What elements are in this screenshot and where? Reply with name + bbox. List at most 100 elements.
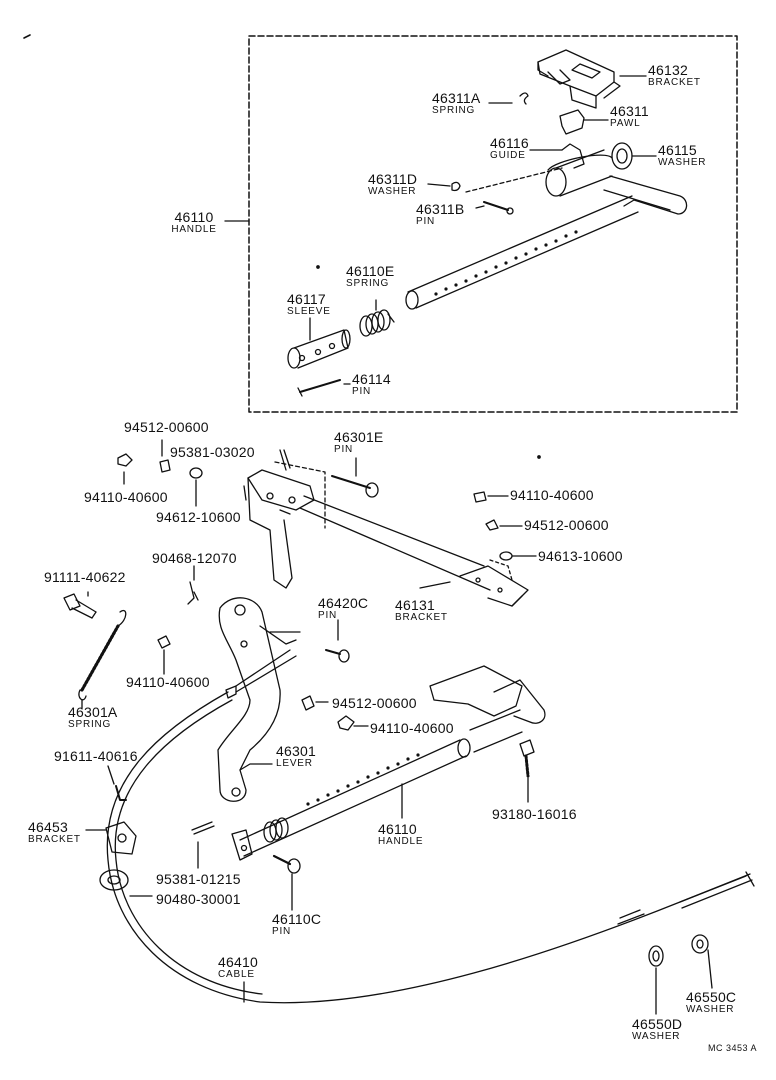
part-number: 46117 [287,291,326,307]
part-number: 46453 [28,819,68,835]
callout-90468-12070: 90468-12070 [152,551,237,565]
t-handle-grip-drawing [609,175,688,215]
bracket-46453-drawing [105,821,137,855]
part-number: 46420C [318,595,369,611]
part-name: BRACKET [648,77,701,88]
part-number: 46131 [395,597,435,613]
part-number: 93180-16016 [492,806,577,822]
part-name: WASHER [686,1004,735,1015]
callout-46110-handle-bottom: 46110 HANDLE [378,822,423,847]
cotter-pin-95381-01215-drawing [191,821,215,835]
lever-46301-drawing [217,597,301,802]
nut-94110-40600-c-drawing [157,635,171,649]
part-number: 46550D [632,1016,683,1032]
part-name: PAWL [610,118,641,129]
part-number: 95381-01215 [156,871,241,887]
part-number: 94612-10600 [156,509,241,525]
part-number: 94110-40600 [370,720,454,736]
handle-46110-bottom-drawing [231,665,546,861]
handle-bottom-holes [306,753,420,806]
washer-94613-10600-drawing [499,551,513,561]
part-number: 46301A [68,704,118,720]
handle-assembly-box [248,35,738,413]
callout-94613-10600: 94613-10600 [538,549,623,563]
part-name: BRACKET [395,612,448,623]
spring-46311a-drawing [519,92,529,105]
part-name: SPRING [432,105,476,116]
pin-46311b-drawing [483,201,509,211]
callout-46131: 46131 BRACKET [395,598,448,623]
callout-46114: 46114 PIN [352,372,391,397]
part-name: SLEEVE [287,306,331,317]
spring-46301a-drawing [78,609,127,701]
washer-46550d-drawing [648,945,664,967]
part-name: WASHER [658,157,707,168]
callout-46132: 46132 BRACKET [648,63,701,88]
pawl-46311-drawing [559,109,585,135]
part-number: 94512-00600 [124,419,209,435]
callout-90480-30001: 90480-30001 [156,892,241,906]
callout-46301e: 46301E PIN [334,430,383,455]
callout-46311b: 46311B PIN [416,202,464,227]
part-number: 94512-00600 [332,695,417,711]
callout-46550c: 46550C WASHER [686,990,736,1015]
callout-46410: 46410 CABLE [218,955,258,980]
callout-94110-40600-b: 94110-40600 [510,488,594,502]
callout-94512-00600-c: 94512-00600 [332,696,417,710]
pin-46114-drawing [299,379,341,393]
part-number: 46550C [686,989,737,1005]
part-number: 46132 [648,62,688,78]
part-number: 94110-40600 [510,487,594,503]
part-name: PIN [272,926,292,937]
handle-rod-holes [434,230,578,296]
callout-94110-40600-a: 94110-40600 [84,490,168,504]
pin-46420c-drawing [325,649,341,655]
callout-46311: 46311 PAWL [610,104,649,129]
callout-46311a: 46311A SPRING [432,91,480,116]
callout-46311d: 46311D WASHER [368,172,417,197]
cotter-pin-95381-03020-drawing [279,449,291,471]
part-number: 46114 [352,371,391,387]
spring-46110e-drawing [359,309,395,337]
part-number: 46301 [276,743,316,759]
handle-rod-46110-drawing [405,195,639,310]
part-number: 94110-40600 [126,674,210,690]
grommet-90480-30001-drawing [99,869,129,891]
guide-46116-drawing [545,143,613,197]
part-number: 46311 [610,103,649,119]
cable-46410-drawing [106,691,755,1004]
part-number: 46311A [432,90,481,106]
part-number: 94613-10600 [538,548,623,564]
callout-93180-16016: 93180-16016 [492,807,577,821]
callout-46115: 46115 WASHER [658,143,706,168]
callout-46420c: 46420C PIN [318,596,368,621]
part-number: 46110 [174,209,214,225]
cable-end-drawing [235,649,297,693]
washer-94512-00600-c-drawing [301,695,315,711]
part-name: PIN [318,610,338,621]
part-name: SPRING [68,719,112,730]
part-number: 90468-12070 [152,550,237,566]
clip-90468-12070-drawing [187,581,199,605]
part-number: 46311D [368,171,418,187]
part-number: 46301E [334,429,384,445]
washer-46550c-drawing [691,934,709,954]
pin-46110c-drawing [272,854,292,866]
callout-95381-01215: 95381-01215 [156,872,241,886]
bolt-91111-40622-drawing [63,593,97,619]
part-name: GUIDE [490,150,526,161]
callout-46116: 46116 GUIDE [490,136,529,161]
pin-46301e-drawing [331,475,371,489]
callout-46110e: 46110E SPRING [346,264,394,289]
callout-94512-00600-b: 94512-00600 [524,518,609,532]
callout-94512-00600-a: 94512-00600 [124,420,209,434]
part-number: 46116 [490,135,529,151]
nut-94110-40600-b-drawing [473,491,487,503]
callout-46550d: 46550D WASHER [632,1017,682,1042]
callout-94612-10600: 94612-10600 [156,510,241,524]
callout-95381-03020: 95381-03020 [170,445,255,459]
part-name: BRACKET [28,834,81,845]
part-number: 46110C [272,911,322,927]
part-name: HANDLE [378,836,424,847]
